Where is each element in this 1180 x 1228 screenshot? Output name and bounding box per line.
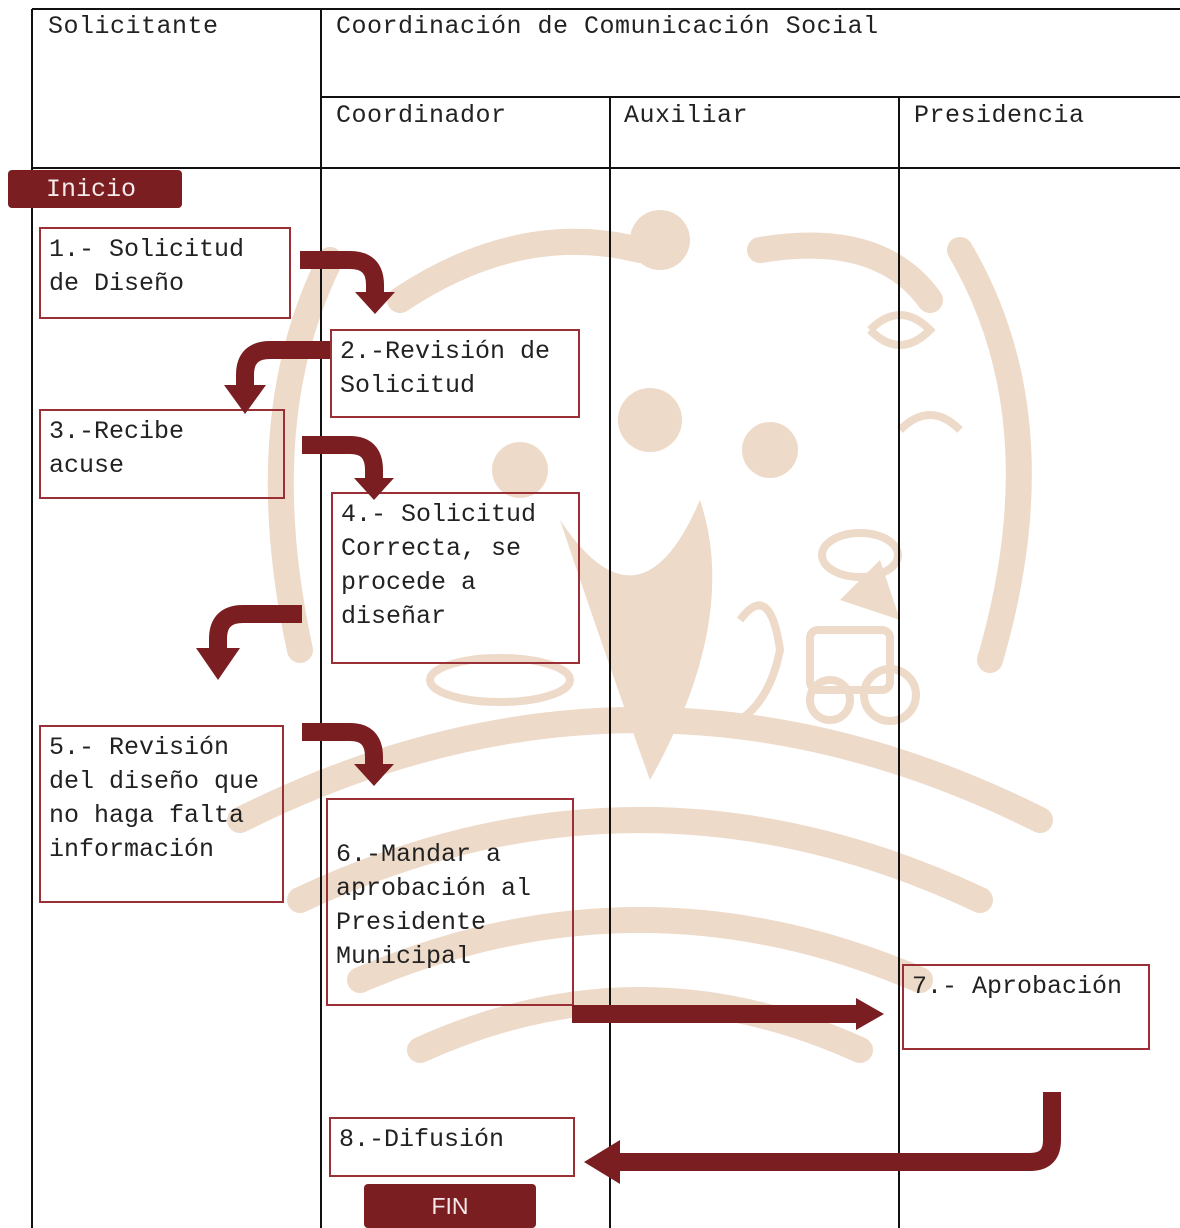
step-1-box: 1.- Solicitud de Diseño xyxy=(39,227,291,319)
end-terminator: FIN xyxy=(364,1184,536,1228)
lane-header-coordinacion: Coordinación de Comunicación Social xyxy=(336,12,879,41)
step-8-box: 8.-Difusión xyxy=(329,1117,575,1177)
step-6-box: 6.-Mandar a aprobación al Presidente Mun… xyxy=(326,798,574,1006)
step-4-box: 4.- Solicitud Correcta, se procede a dis… xyxy=(331,492,580,664)
lane-header-auxiliar: Auxiliar xyxy=(624,101,749,130)
lane-header-solicitante: Solicitante xyxy=(48,12,219,41)
step-5-box: 5.- Revisión del diseño que no haga falt… xyxy=(39,725,284,903)
lane-header-coordinador: Coordinador xyxy=(336,101,507,130)
step-2-box: 2.-Revisión de Solicitud xyxy=(330,329,580,418)
start-terminator: Inicio xyxy=(8,170,182,208)
step-7-box: 7.- Aprobación xyxy=(902,964,1150,1050)
lane-header-presidencia: Presidencia xyxy=(914,101,1085,130)
step-3-box: 3.-Recibe acuse xyxy=(39,409,285,499)
